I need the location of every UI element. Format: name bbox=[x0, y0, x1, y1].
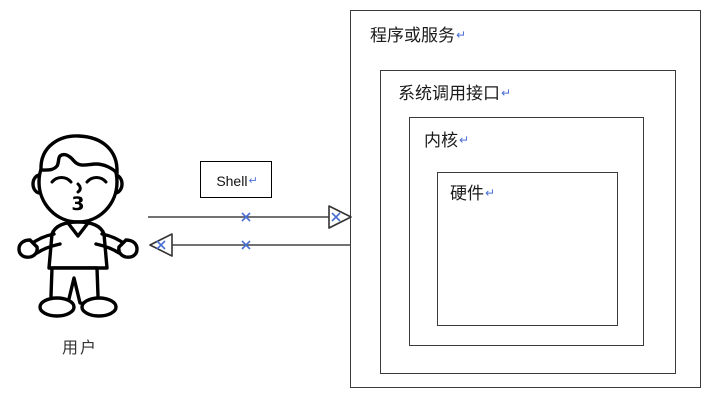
paragraph-mark-icon: ↵ bbox=[459, 133, 470, 147]
shell-label-text: Shell bbox=[216, 172, 248, 189]
shoe-right-shape bbox=[80, 296, 118, 318]
mouth-shape: 3 bbox=[71, 193, 84, 215]
layer-box-hardware[interactable] bbox=[437, 172, 618, 326]
paragraph-mark-icon: ↵ bbox=[248, 175, 258, 187]
arrow-endpoint-handle-icon bbox=[331, 212, 341, 222]
arrow-midpoint-handle-icon bbox=[241, 240, 251, 250]
layer-label-text: 程序或服务 bbox=[370, 26, 455, 46]
user-figure: 3 bbox=[17, 134, 139, 318]
collar-shape bbox=[66, 221, 90, 238]
eye-right-shape bbox=[85, 176, 108, 184]
nose-shape bbox=[76, 182, 82, 194]
user-caption: 用户 bbox=[61, 338, 98, 357]
hand-left-shape bbox=[17, 238, 39, 259]
arm-right-lower-shape bbox=[94, 242, 121, 255]
shell-label: Shell↵ bbox=[201, 162, 273, 199]
arrow-endpoint-handle-icon bbox=[156, 240, 166, 250]
arrowhead-right-icon bbox=[328, 205, 352, 229]
layer-label-kernel: 内核↵ bbox=[424, 133, 469, 150]
layer-label-text: 内核 bbox=[424, 131, 458, 151]
hair-shape bbox=[39, 134, 119, 175]
layer-label-text: 系统调用接口 bbox=[398, 84, 500, 104]
arrow-user-to-system[interactable] bbox=[148, 205, 352, 229]
hand-right-shape bbox=[117, 238, 139, 259]
paragraph-mark-icon: ↵ bbox=[456, 28, 467, 42]
shoe-left-shape bbox=[38, 296, 76, 318]
layer-label-programs-or-services: 程序或服务↵ bbox=[370, 28, 466, 45]
layer-label-text: 硬件 bbox=[450, 184, 484, 204]
arrow-system-to-user[interactable] bbox=[149, 233, 351, 257]
layer-label-system-call-interface: 系统调用接口↵ bbox=[398, 86, 511, 103]
eye-left-shape bbox=[50, 176, 73, 184]
shell-box[interactable]: Shell↵ bbox=[200, 161, 272, 198]
layer-label-hardware: 硬件↵ bbox=[450, 186, 495, 203]
paragraph-mark-icon: ↵ bbox=[485, 186, 496, 200]
arm-left-lower-shape bbox=[35, 242, 62, 255]
arrow-midpoint-handle-icon bbox=[241, 212, 251, 222]
paragraph-mark-icon: ↵ bbox=[501, 86, 512, 100]
